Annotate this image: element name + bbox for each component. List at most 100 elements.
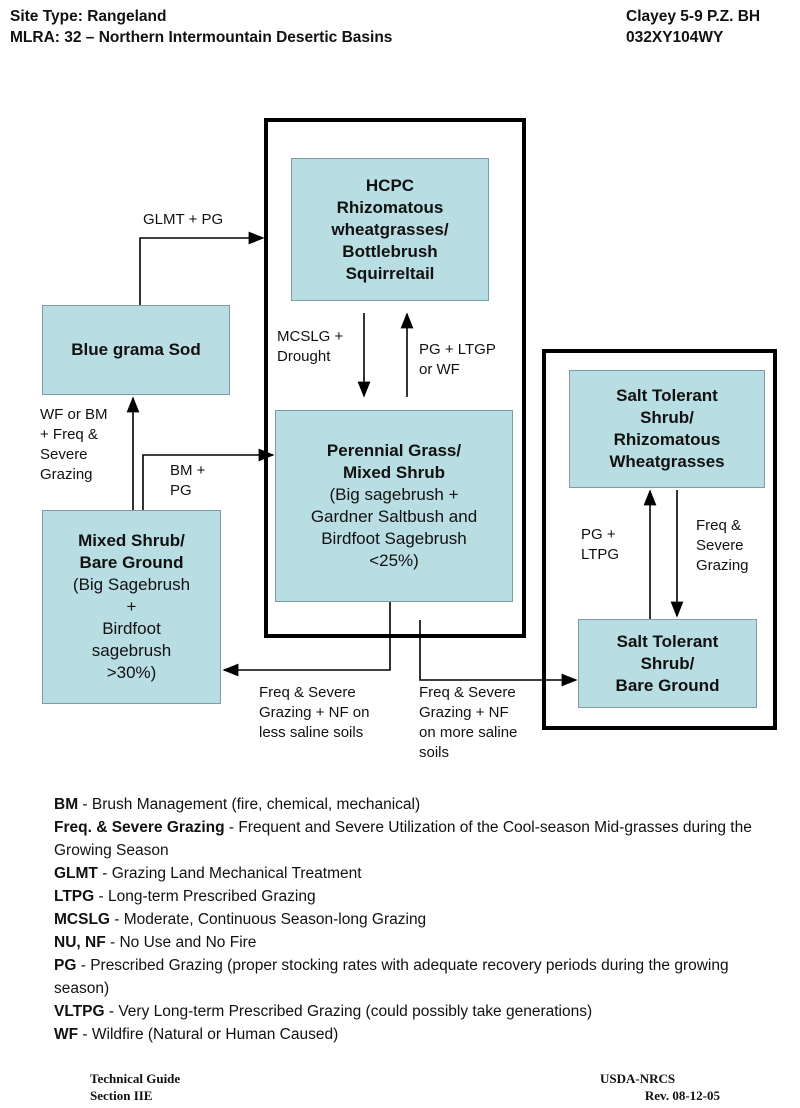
title-line: Rhizomatous — [336, 197, 444, 217]
legend-abbr: GLMT — [54, 865, 98, 882]
label-line: Severe — [696, 537, 744, 554]
legend-item: NU, NF - No Use and No Fire — [54, 934, 257, 951]
title-line: Salt Tolerant — [616, 631, 719, 651]
desc-line: (Big sagebrush + — [329, 485, 459, 504]
legend-item: BM - Brush Management (fire, chemical, m… — [54, 796, 421, 813]
label-line: Grazing + NF — [419, 704, 509, 721]
desc-line: Birdfoot Sagebrush — [321, 529, 467, 548]
footer-text: Technical Guide — [90, 1071, 181, 1086]
label-line: PG + LTGP — [419, 341, 496, 358]
mlra: MLRA: 32 – Northern Intermountain Desert… — [10, 29, 393, 46]
title-line: Bare Ground — [79, 553, 184, 572]
legend-item: GLMT - Grazing Land Mechanical Treatment — [54, 865, 362, 882]
label-pg-ltpg: PG +LTPG — [581, 525, 619, 565]
label-glmt-pg: GLMT + PG — [143, 210, 223, 230]
arrow-more-saline — [419, 620, 578, 687]
site-id: 032XY104WY — [626, 29, 724, 46]
title-line: Perennial Grass/ — [326, 441, 462, 460]
legend-definition: Brush Management (fire, chemical, mechan… — [91, 796, 421, 813]
legend-definition: Grazing Land Mechanical Treatment — [111, 865, 362, 882]
state-perennial-grass-mixed-shrub: Perennial Grass/Mixed Shrub (Big sagebru… — [275, 410, 513, 602]
footer-text: USDA-NRCS — [600, 1071, 676, 1086]
legend-definition: No Use and No Fire — [119, 934, 257, 951]
site-type: Site Type: Rangeland — [10, 8, 167, 25]
desc-line: Birdfoot — [102, 619, 161, 638]
site-name: Clayey 5-9 P.Z. BH — [626, 8, 761, 25]
state-blue-grama-sod: Blue grama Sod — [42, 305, 230, 395]
title-line: Mixed Shrub — [342, 463, 445, 482]
legend-definition: Frequent and Severe Utilization of the C… — [54, 819, 752, 859]
legend-definition: Wildfire (Natural or Human Caused) — [91, 1026, 339, 1043]
legend-abbr: NU, NF — [54, 934, 106, 951]
label-line: Drought — [277, 348, 331, 365]
legend-item: WF - Wildfire (Natural or Human Caused) — [54, 1026, 339, 1043]
label-bm-pg: BM + PG — [170, 461, 205, 501]
title-line: Rhizomatous — [613, 430, 721, 449]
saline-state-frame — [542, 349, 777, 730]
title-line: Shrub/ — [640, 408, 694, 427]
arrow-bm-pg — [142, 448, 275, 510]
header-left: Site Type: Rangeland MLRA: 32 – Northern… — [10, 6, 392, 48]
label-line: Freq & Severe — [259, 684, 356, 701]
label-line: GLMT + PG — [143, 211, 224, 228]
legend-item: MCSLG - Moderate, Continuous Season-long… — [54, 911, 427, 928]
label-line: Freq & Severe — [419, 684, 516, 701]
title-line: Mixed Shrub/ — [78, 531, 185, 550]
legend-abbr: BM — [54, 796, 79, 813]
legend-item: Freq. & Severe Grazing - Frequent and Se… — [54, 819, 752, 859]
desc-line: sagebrush — [91, 641, 172, 660]
footer-right: USDA-NRCS Rev. 08-12-05 — [600, 1070, 720, 1104]
title-line: Squirreltail — [345, 263, 435, 283]
label-line: WF or BM — [40, 406, 108, 423]
label-line: soils — [419, 744, 450, 761]
title-line: wheatgrasses/ — [331, 219, 449, 239]
title-line: Salt Tolerant — [616, 386, 718, 405]
label-line: Freq & — [696, 517, 742, 534]
desc-line: <25%) — [369, 551, 419, 570]
title-line: Wheatgrasses — [609, 452, 725, 471]
legend-abbr: Freq. & Severe Grazing — [54, 819, 225, 836]
legend-definition: Moderate, Continuous Season-long Grazing — [123, 911, 427, 928]
legend-item: VLTPG - Very Long-term Prescribed Grazin… — [54, 1003, 593, 1020]
legend-abbr: VLTPG — [54, 1003, 105, 1020]
arrow-less-saline — [222, 602, 391, 677]
label-line: PG — [170, 482, 192, 499]
legend-abbr: LTPG — [54, 888, 95, 905]
label-line: PG + — [581, 526, 616, 543]
legend-definition: Long-term Prescribed Grazing — [107, 888, 316, 905]
legend-abbr: WF — [54, 1026, 79, 1043]
label-line: on more saline — [419, 724, 518, 741]
legend-definition: Very Long-term Prescribed Grazing (could… — [118, 1003, 593, 1020]
arrow-glmt-pg — [139, 231, 265, 305]
label-line: Grazing — [696, 557, 749, 574]
header-right: Clayey 5-9 P.Z. BH 032XY104WY — [626, 6, 760, 48]
label-line: Grazing — [40, 466, 93, 483]
legend-item: PG - Prescribed Grazing (proper stocking… — [54, 957, 729, 997]
label-pg-ltgp: PG + LTGP or WF — [419, 340, 496, 380]
legend-definition: Prescribed Grazing (proper stocking rate… — [54, 957, 729, 997]
label-line: Severe — [40, 446, 88, 463]
label-line: Grazing + NF on — [259, 704, 370, 721]
label-line: less saline soils — [259, 724, 364, 741]
title-line: Bare Ground — [615, 675, 720, 695]
label-line: BM + — [170, 462, 206, 479]
legend-abbr: PG — [54, 957, 77, 974]
label-line: or WF — [419, 361, 460, 378]
state-mixed-shrub-bare-ground: Mixed Shrub/Bare Ground (Big Sagebrush+B… — [42, 510, 221, 704]
label-mcslg: MCSLG + Drought — [277, 327, 343, 367]
legend: BM - Brush Management (fire, chemical, m… — [54, 793, 754, 1046]
footer-text: Section IIE — [90, 1088, 153, 1103]
footer-text: Rev. 08-12-05 — [644, 1088, 720, 1103]
legend-abbr: MCSLG — [54, 911, 110, 928]
label-line: MCSLG + — [277, 328, 344, 345]
title-line: Blue grama Sod — [71, 340, 201, 359]
desc-line: (Big Sagebrush — [72, 575, 191, 594]
